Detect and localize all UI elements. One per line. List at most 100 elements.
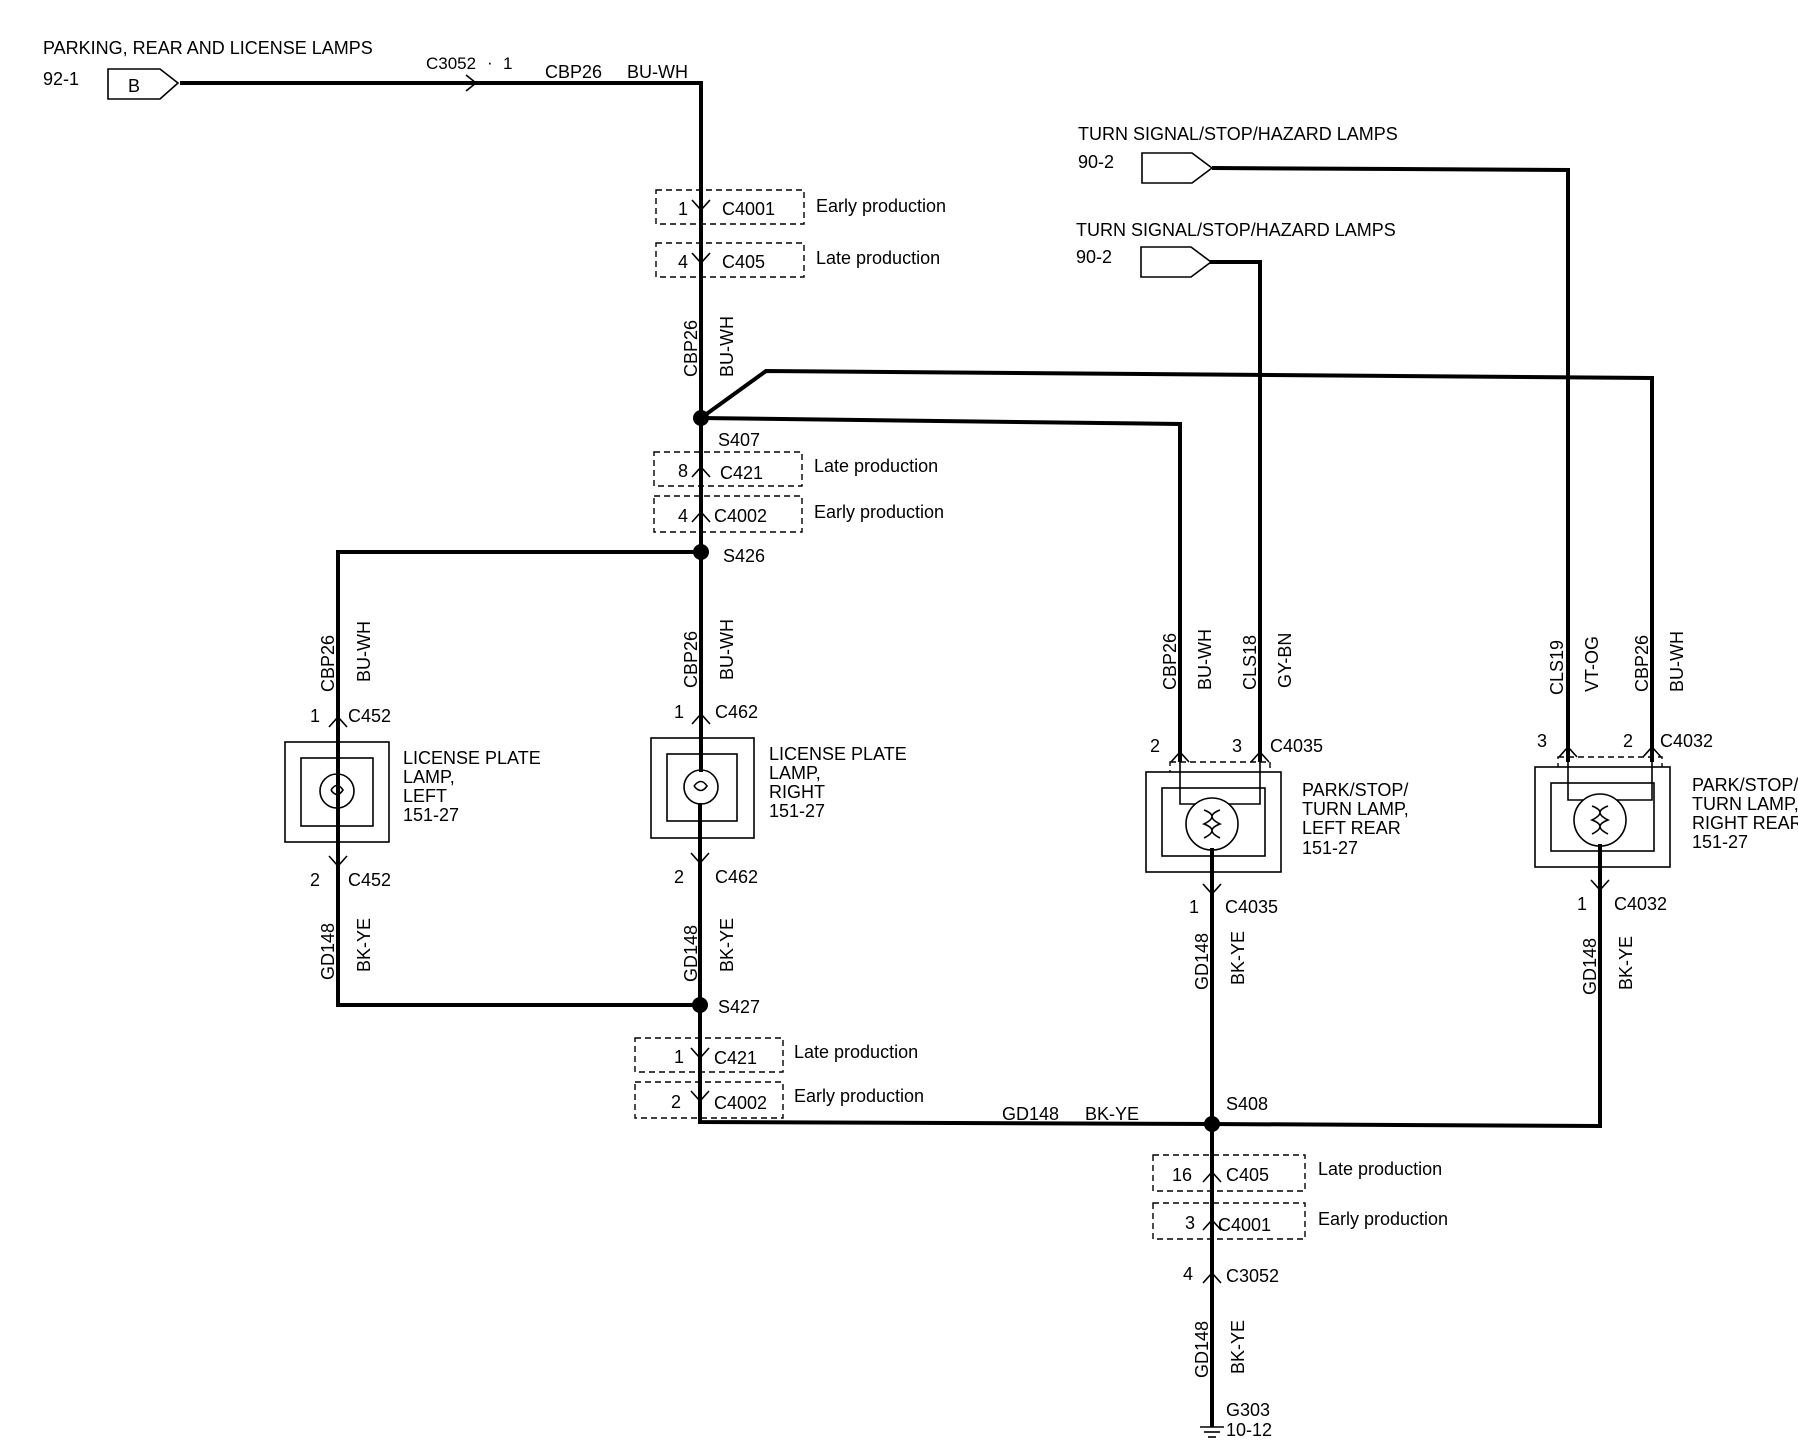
wire-circuit-label: CBP26 bbox=[1160, 633, 1180, 690]
connector-c4035-top-pin-b: 3 bbox=[1232, 736, 1242, 756]
connector-c4035-top-chevron-a bbox=[1170, 750, 1190, 763]
connector-c4035-bot-chevron bbox=[1202, 883, 1222, 896]
wires bbox=[180, 81, 1654, 1427]
component-line-4: 151-27 bbox=[1302, 838, 1358, 858]
connector-c4002-bot-name: C4002 bbox=[714, 1093, 767, 1113]
lamp-lead-wire bbox=[1179, 760, 1261, 805]
connector-c3052-bot-chevron bbox=[1202, 1271, 1222, 1284]
wire-color-label: BU-WH bbox=[717, 619, 737, 680]
connection-pin: B bbox=[128, 76, 140, 96]
connector-c421-top-box bbox=[653, 451, 803, 487]
component-line-3: LEFT REAR bbox=[1302, 818, 1401, 838]
wire-circuit-label: CLS19 bbox=[1547, 640, 1567, 695]
connector-c4002-top-note: Early production bbox=[814, 502, 944, 522]
wire-cls19 bbox=[1211, 165, 1570, 762]
connector-c405-bot-pin: 16 bbox=[1172, 1165, 1192, 1185]
connector-c421-top-pin: 8 bbox=[678, 461, 688, 481]
wire-color-label: BK-YE bbox=[717, 918, 737, 972]
connector-c4032-bot-pin: 1 bbox=[1577, 894, 1587, 914]
wire-s426-license-left bbox=[336, 550, 703, 722]
wire-circuit-label: CLS18 bbox=[1240, 635, 1260, 690]
connector-c4001-bot-chevron bbox=[1202, 1218, 1222, 1231]
connector-c4001-top-box bbox=[655, 189, 805, 225]
wire-cls18 bbox=[1210, 260, 1262, 762]
connector-c4035-top-chevron-b bbox=[1250, 750, 1270, 763]
connector-c421-bot-box bbox=[634, 1037, 784, 1073]
splice-s408-dot bbox=[1204, 1116, 1220, 1132]
connection-turn-lamps-lower: TURN SIGNAL/STOP/HAZARD LAMPS 90-2 bbox=[1076, 220, 1396, 278]
connector-c452-top-name: C452 bbox=[348, 706, 391, 726]
wire-color-label: BK-YE bbox=[1228, 1320, 1248, 1374]
bulb-filament-icon bbox=[1590, 805, 1610, 835]
component-line-4: 151-27 bbox=[1692, 832, 1748, 852]
wire-color-label: BU-WH bbox=[627, 62, 688, 82]
connection-pentagon bbox=[1141, 152, 1214, 184]
ground-section: 16 C405 Late production 3 C4001 Early pr… bbox=[1152, 1154, 1448, 1440]
connector-c4001-bot-box bbox=[1152, 1202, 1306, 1240]
connector-c462-bot-chevron bbox=[690, 852, 710, 865]
ground-name: G303 bbox=[1226, 1400, 1270, 1420]
connector-c3052-top-arrow bbox=[465, 74, 478, 92]
wire-color-label: GY-BN bbox=[1275, 633, 1295, 688]
wire-color-label: BK-YE bbox=[1616, 936, 1636, 990]
connector-c4035-top-pin-a: 2 bbox=[1150, 736, 1160, 756]
connector-c4001-top-pin: 1 bbox=[678, 199, 688, 219]
connector-c3052-bot-name: C3052 bbox=[1226, 1266, 1279, 1286]
connector-c3052-top-tick: · bbox=[487, 53, 493, 72]
connector-c4002-bot-box bbox=[634, 1081, 784, 1119]
wire-s408-park-right bbox=[1207, 886, 1602, 1129]
connector-c452-bot-name: C452 bbox=[348, 870, 391, 890]
wire-color-label: VT-OG bbox=[1582, 636, 1602, 692]
connector-c4035-bot-name: C4035 bbox=[1225, 897, 1278, 917]
component-line-1: LICENSE PLATE bbox=[769, 744, 907, 764]
connector-c4032-top-chevron-a bbox=[1558, 745, 1578, 758]
connection-turn-lamps-upper: TURN SIGNAL/STOP/HAZARD LAMPS 90-2 bbox=[1078, 124, 1398, 184]
connector-c4035-top-name: C4035 bbox=[1270, 736, 1323, 756]
connector-c4032-top-pin-a: 3 bbox=[1537, 731, 1547, 751]
connection-title: PARKING, REAR AND LICENSE LAMPS bbox=[43, 38, 373, 58]
connection-page: 90-2 bbox=[1076, 247, 1112, 267]
component-line-2: TURN LAMP, bbox=[1692, 794, 1798, 814]
connection-title: TURN SIGNAL/STOP/HAZARD LAMPS bbox=[1078, 124, 1398, 144]
connector-c3052-top-name: C3052 bbox=[426, 54, 476, 73]
connector-c3052-top-pin: 1 bbox=[503, 54, 512, 73]
splice-s426-label: S426 bbox=[723, 546, 765, 566]
wire-circuit-label: CBP26 bbox=[545, 62, 602, 82]
connector-c405-bot-chevron bbox=[1202, 1170, 1222, 1183]
connector-c421-top-chevron bbox=[691, 465, 711, 478]
connector-c4002-bot-chevron bbox=[690, 1090, 710, 1103]
connector-c421-bot-chevron bbox=[690, 1047, 710, 1060]
connector-c4032-top-name: C4032 bbox=[1660, 731, 1713, 751]
connection-title: TURN SIGNAL/STOP/HAZARD LAMPS bbox=[1076, 220, 1396, 240]
bulb-filament-icon bbox=[1202, 809, 1222, 839]
license-plate-lamp-right: CBP26 BU-WH 1 C462 2 C462 LICENSE PLATE … bbox=[650, 619, 907, 982]
connector-c405-top-chevron bbox=[691, 252, 711, 265]
connector-c4032-bot-chevron bbox=[1590, 879, 1610, 892]
splice-s427-label: S427 bbox=[718, 997, 760, 1017]
splices: S407 S426 S427 S408 bbox=[692, 410, 1268, 1132]
component-line-2: LAMP, bbox=[403, 767, 455, 787]
component-line-4: 151-27 bbox=[403, 805, 459, 825]
connector-c405-top-box bbox=[655, 242, 805, 278]
component-line-4: 151-27 bbox=[769, 801, 825, 821]
connector-c4032-top-chevron-b bbox=[1642, 745, 1662, 758]
connector-c405-bot-name: C405 bbox=[1226, 1165, 1269, 1185]
wire-circuit-label: GD148 bbox=[1192, 1321, 1212, 1378]
wire-s427-s408 bbox=[698, 1003, 1213, 1127]
connector-c452-bot-pin: 2 bbox=[310, 870, 320, 890]
component-line-1: PARK/STOP/ bbox=[1302, 780, 1408, 800]
connector-c405-bot-box bbox=[1152, 1154, 1306, 1192]
splice-s407-label: S407 bbox=[718, 430, 760, 450]
connector-c4002-bot-pin: 2 bbox=[671, 1092, 681, 1112]
wire-circuit-label: CBP26 bbox=[1632, 635, 1652, 692]
connector-c421-top-note: Late production bbox=[814, 456, 938, 476]
bulb-filament-icon bbox=[330, 784, 344, 796]
connection-pentagon bbox=[1140, 246, 1213, 278]
connection-page: 90-2 bbox=[1078, 152, 1114, 172]
wire-circuit-label: GD148 bbox=[1192, 933, 1212, 990]
wire-color-label: BK-YE bbox=[354, 918, 374, 972]
component-line-2: LAMP, bbox=[769, 763, 821, 783]
wire-color-label: BU-WH bbox=[1195, 629, 1215, 690]
component-line-3: LEFT bbox=[403, 786, 447, 806]
wire-color-label: BK-YE bbox=[1228, 931, 1248, 985]
